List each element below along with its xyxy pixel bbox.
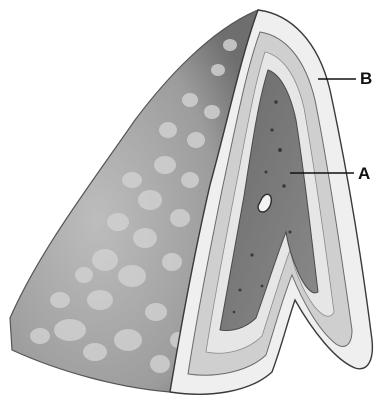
label-a-text: A bbox=[358, 164, 370, 183]
label-b-text: B bbox=[360, 69, 372, 88]
